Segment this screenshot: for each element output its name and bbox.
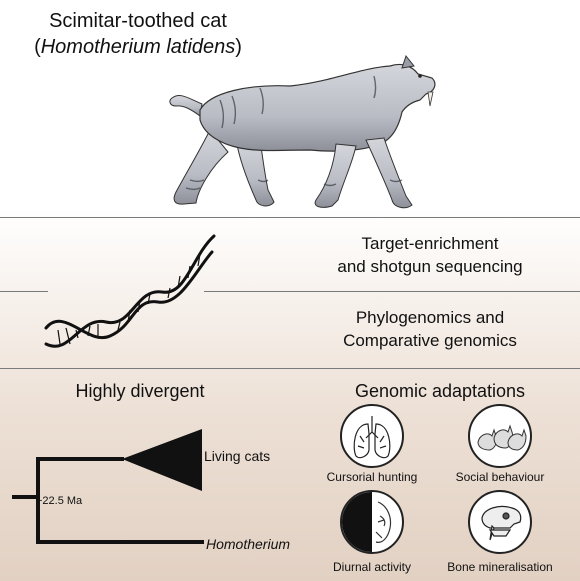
step-sequencing: Target-enrichment and shotgun sequencing <box>337 234 523 276</box>
divider-top <box>0 217 580 218</box>
title-common-name: Scimitar-toothed cat <box>49 10 227 32</box>
figure-title: Scimitar-toothed cat (Homotherium latide… <box>28 8 248 60</box>
title-species: Homotherium latidens <box>40 36 236 58</box>
title-species-line: (Homotherium latidens) <box>34 36 242 58</box>
divider-bottom <box>0 368 580 369</box>
adaptation-label-social: Social behaviour <box>455 470 545 484</box>
step-genomics: Phylogenomics and Comparative genomics <box>343 308 517 350</box>
divider-middle-right <box>204 291 580 292</box>
phylogenetic-tree <box>12 429 204 544</box>
day-night-eye-icon <box>340 490 404 554</box>
adaptation-label-bone: Bone mineralisation <box>447 560 553 574</box>
cat-group-icon <box>468 404 532 468</box>
adaptation-label-diurnal: Diurnal activity <box>332 560 412 574</box>
scimitar-cat-illustration <box>169 54 436 209</box>
living-cats-label: Living cats <box>204 448 271 464</box>
adaptations-heading: Genomic adaptations <box>354 381 526 401</box>
divider-middle-left <box>0 291 48 292</box>
phylogeny-heading: Highly divergent <box>75 381 205 401</box>
skull-bone-icon <box>468 490 532 554</box>
divergence-time-label: ~22.5 Ma <box>36 495 83 507</box>
lungs-icon <box>340 404 404 468</box>
dna-helix-icon <box>44 234 216 348</box>
living-cats-clade <box>122 429 202 491</box>
homotherium-label: Homotherium <box>206 536 291 552</box>
adaptation-label-cursorial: Cursorial hunting <box>326 470 418 484</box>
